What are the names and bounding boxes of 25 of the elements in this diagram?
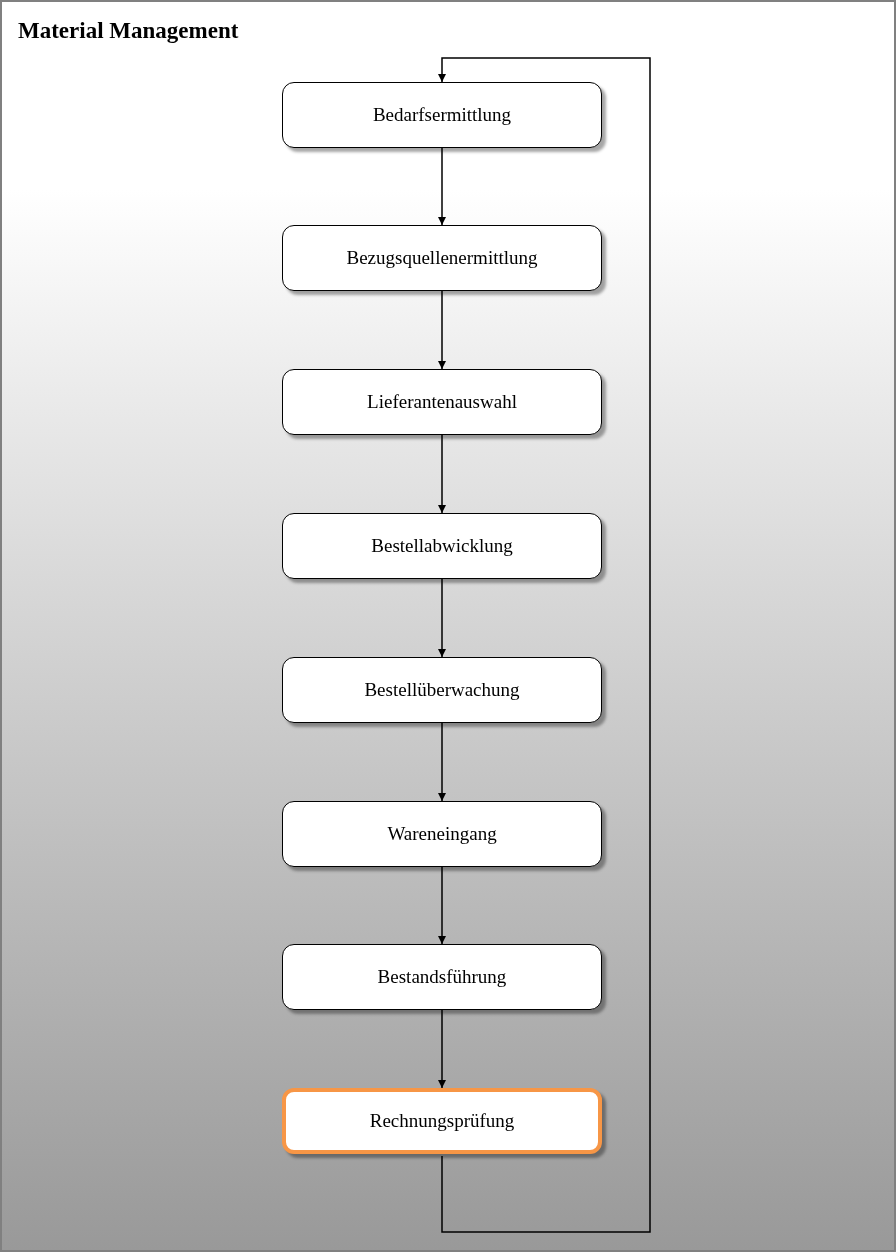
arrow <box>438 147 446 226</box>
process-box <box>282 657 602 723</box>
arrow <box>438 578 446 658</box>
process-box <box>282 801 602 867</box>
process-box <box>282 82 602 148</box>
arrow <box>438 57 651 1233</box>
process-box <box>282 513 602 579</box>
process-label: Lieferantenauswahl <box>367 389 517 414</box>
process-label: Wareneingang <box>387 821 497 846</box>
arrow <box>438 722 446 802</box>
process-box <box>282 369 602 435</box>
arrow <box>438 866 446 945</box>
process-label: Rechnungsprüfung <box>369 1108 515 1133</box>
process-label: Bestellüberwachung <box>364 677 520 702</box>
arrow <box>438 290 446 370</box>
process-box <box>282 1088 602 1154</box>
process-label: Bezugsquellenermittlung <box>346 245 538 270</box>
diagram-title: Material Management <box>18 17 239 45</box>
process-label: Bestellabwicklung <box>371 533 513 558</box>
process-box <box>282 225 602 291</box>
process-box <box>282 944 602 1010</box>
arrow <box>438 434 446 514</box>
process-label: Bedarfsermittlung <box>372 102 512 127</box>
arrow <box>438 1009 446 1089</box>
process-label: Bestandsführung <box>377 964 507 989</box>
